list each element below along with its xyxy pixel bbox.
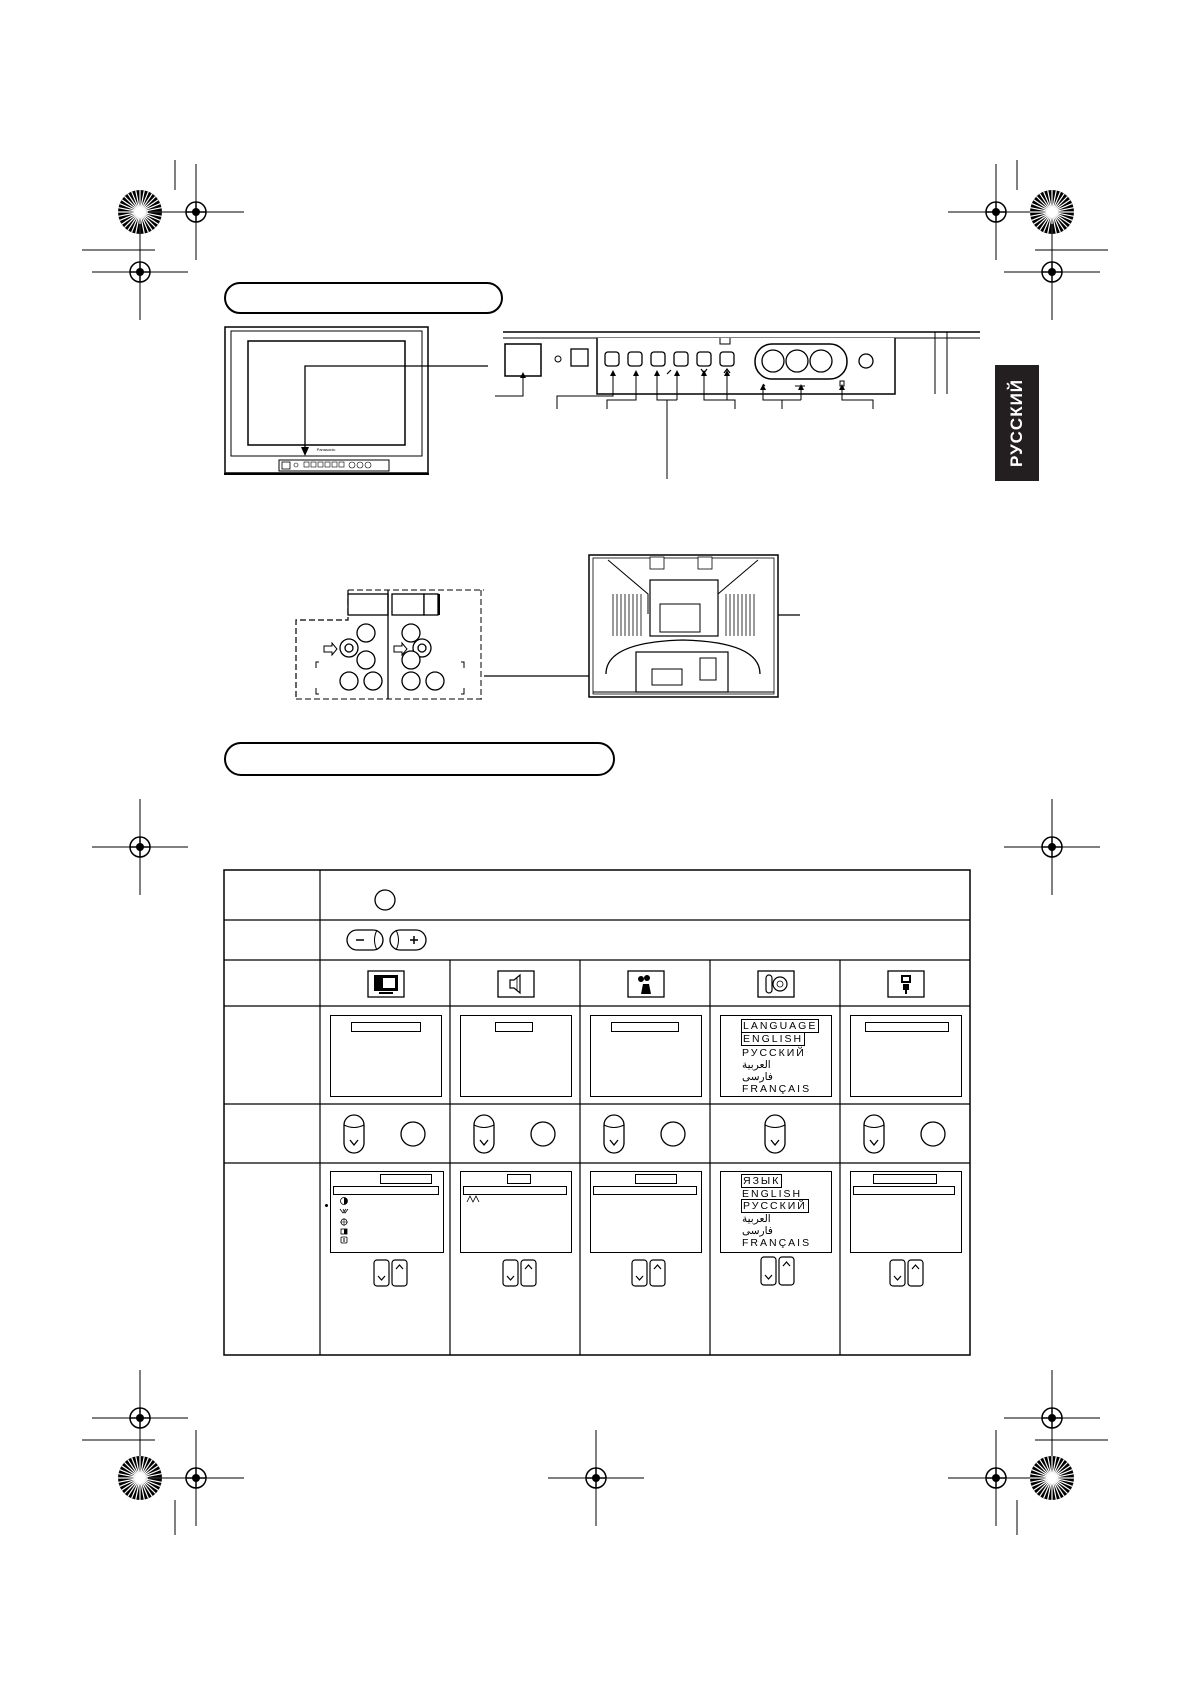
down-arrow-icon bbox=[764, 1114, 786, 1154]
setup-menu-highlight bbox=[853, 1186, 955, 1195]
section-header-menu bbox=[224, 742, 615, 776]
language-option-selected: ENGLISH bbox=[741, 1032, 806, 1046]
tv-brand: Panasonic bbox=[317, 447, 336, 452]
picture-menu-pointer-dot bbox=[325, 1204, 328, 1207]
language-option: ENGLISH bbox=[742, 1188, 803, 1200]
picture-menu-title-bar bbox=[380, 1174, 432, 1184]
arrow-pair-language bbox=[760, 1256, 796, 1291]
tv-back-illustration bbox=[588, 554, 780, 699]
function-menu-title-bar bbox=[611, 1022, 679, 1032]
arrow-pair-setup bbox=[889, 1259, 925, 1292]
setup-menu-screen bbox=[850, 1015, 962, 1097]
brightness-icon bbox=[339, 1208, 349, 1214]
language-tab-label: РУССКИЙ bbox=[1007, 378, 1026, 468]
up-arrow-icon bbox=[520, 1259, 537, 1287]
color-icon bbox=[340, 1218, 348, 1226]
volume-plus-icon bbox=[389, 929, 427, 951]
tv-front-illustration: Panasonic bbox=[224, 326, 429, 476]
arrow-pair-picture bbox=[373, 1259, 409, 1292]
sound-menu-screen bbox=[460, 1015, 572, 1097]
picture-menu-title-bar bbox=[351, 1022, 421, 1032]
language-menu-screen: LANGUAGE ENGLISH РУССКИЙ العربية فارسی F… bbox=[720, 1015, 832, 1097]
down-arrow-icon bbox=[889, 1259, 906, 1287]
arrow-pair-function bbox=[631, 1259, 667, 1292]
down-arrow-icon bbox=[603, 1114, 625, 1154]
sharpness-icon bbox=[340, 1228, 348, 1235]
function-menu-title-bar bbox=[635, 1174, 677, 1184]
sound-menu-title-bar bbox=[495, 1022, 533, 1032]
down-arrow-icon bbox=[863, 1114, 885, 1154]
sound-menu-title-bar bbox=[507, 1174, 531, 1184]
down-arrow-icon bbox=[373, 1259, 390, 1287]
picture-menu-screen bbox=[330, 1015, 442, 1097]
volume-minus-icon bbox=[346, 929, 384, 951]
picture-menu-item-icons bbox=[339, 1197, 349, 1244]
tint-icon bbox=[340, 1236, 348, 1244]
language-menu-expanded: ЯЗЫК ENGLISH РУССКИЙ العربية فارسی FRANÇ… bbox=[720, 1171, 832, 1253]
language-option: FRANÇAIS bbox=[742, 1237, 812, 1249]
setup-menu-title-bar bbox=[865, 1022, 949, 1032]
section-header-controls bbox=[224, 282, 503, 314]
sound-icon bbox=[497, 970, 535, 998]
av-connector-closeup bbox=[294, 588, 484, 700]
language-menu-title: ЯЗЫК bbox=[741, 1174, 783, 1188]
ok-button-icon bbox=[920, 1121, 946, 1147]
function-icon bbox=[627, 970, 665, 998]
language-icon bbox=[757, 970, 795, 998]
down-arrow-icon bbox=[473, 1114, 495, 1154]
contrast-icon bbox=[340, 1197, 348, 1205]
language-option: FRANÇAIS bbox=[742, 1083, 812, 1095]
language-tab: РУССКИЙ bbox=[995, 365, 1039, 481]
ok-button-icon bbox=[530, 1121, 556, 1147]
ok-button-icon bbox=[374, 889, 396, 911]
down-arrow-icon bbox=[760, 1256, 777, 1286]
function-menu-expanded bbox=[590, 1171, 702, 1253]
language-option: العربية bbox=[742, 1213, 771, 1225]
sound-menu-highlight bbox=[463, 1186, 567, 1195]
up-arrow-icon bbox=[391, 1259, 408, 1287]
function-menu-highlight bbox=[593, 1186, 697, 1195]
ok-button-icon bbox=[660, 1121, 686, 1147]
down-arrow-icon bbox=[631, 1259, 648, 1287]
arrow-pair-sound bbox=[502, 1259, 538, 1292]
function-menu-screen bbox=[590, 1015, 702, 1097]
language-option: فارسی bbox=[742, 1225, 773, 1237]
down-arrow-icon bbox=[343, 1114, 365, 1154]
setup-menu-title-bar bbox=[873, 1174, 937, 1184]
picture-menu-expanded bbox=[330, 1171, 444, 1253]
sound-menu-item-icon bbox=[466, 1195, 480, 1203]
up-arrow-icon bbox=[778, 1256, 795, 1286]
language-menu-title: LANGUAGE bbox=[741, 1019, 820, 1033]
up-arrow-icon bbox=[907, 1259, 924, 1287]
language-option: فارسی bbox=[742, 1071, 773, 1083]
sound-menu-expanded bbox=[460, 1171, 572, 1253]
down-arrow-icon bbox=[502, 1259, 519, 1287]
setup-menu-expanded bbox=[850, 1171, 962, 1253]
picture-icon bbox=[367, 970, 405, 998]
control-panel-closeup bbox=[439, 324, 980, 484]
ok-button-icon bbox=[400, 1121, 426, 1147]
picture-menu-highlight bbox=[333, 1186, 439, 1195]
setup-icon bbox=[887, 970, 925, 998]
language-option: РУССКИЙ bbox=[742, 1047, 806, 1059]
up-arrow-icon bbox=[649, 1259, 666, 1287]
language-option-selected: РУССКИЙ bbox=[741, 1199, 809, 1213]
language-option: العربية bbox=[742, 1059, 771, 1071]
